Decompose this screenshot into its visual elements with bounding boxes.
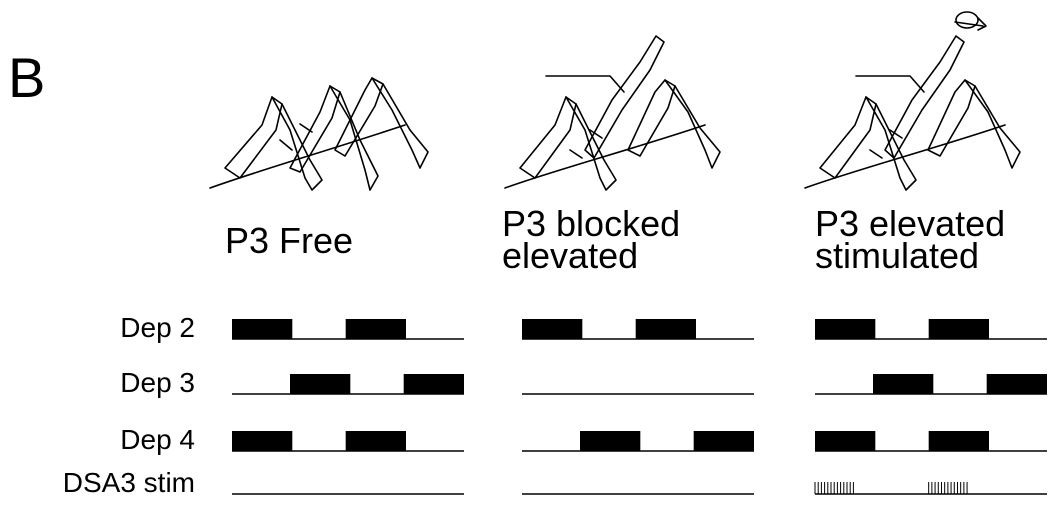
burst-bar [403, 374, 464, 394]
leg-drawing-free [209, 77, 429, 191]
burst-bar [693, 431, 754, 451]
condition-title-0: P3 Free [225, 220, 353, 261]
panel-label: B [8, 46, 45, 109]
trace-label: Dep 3 [120, 367, 195, 398]
trace-label: DSA3 stim [63, 467, 195, 498]
trace-label: Dep 2 [120, 312, 195, 343]
trace-label: Dep 4 [120, 424, 195, 455]
burst-bar [345, 431, 406, 451]
condition-title-line: P3 blocked [502, 203, 680, 244]
burst-bar [290, 374, 351, 394]
leg-drawing-stimulated [804, 11, 1021, 191]
burst-bar [345, 319, 406, 339]
burst-bar [580, 431, 641, 451]
burst-bar [635, 319, 696, 339]
burst-bar [873, 374, 934, 394]
burst-bar [928, 319, 989, 339]
condition-title-line: P3 Free [225, 220, 353, 261]
burst-bar [986, 374, 1047, 394]
burst-bar [928, 431, 989, 451]
leg-drawing-blocked [504, 35, 721, 191]
burst-bar [522, 319, 583, 339]
condition-title-line: P3 elevated [815, 203, 1005, 244]
burst-bar [232, 319, 293, 339]
condition-title-line: stimulated [815, 235, 979, 276]
condition-title-line: elevated [502, 235, 638, 276]
burst-bar [815, 431, 876, 451]
burst-bar [815, 319, 876, 339]
burst-bar [232, 431, 293, 451]
